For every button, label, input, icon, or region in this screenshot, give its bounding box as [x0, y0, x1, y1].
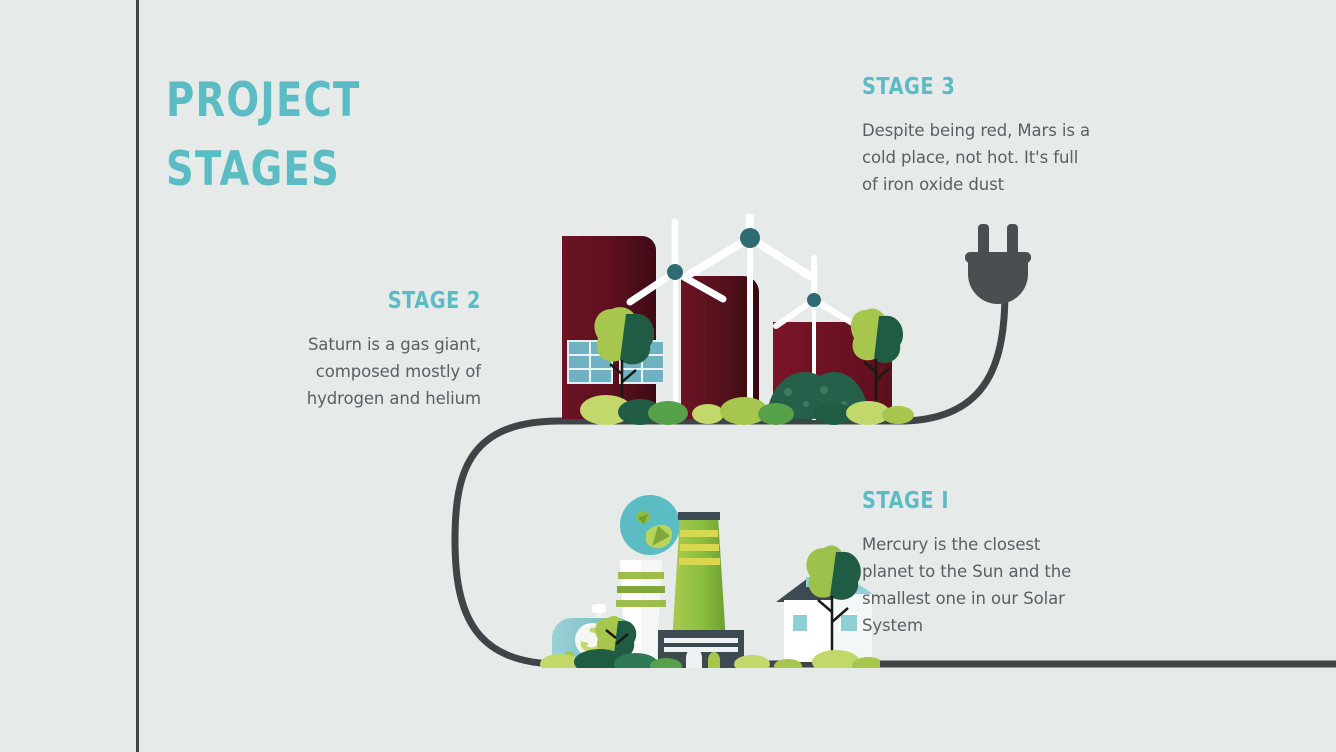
stage-2-label: STAGE 2	[387, 288, 481, 314]
factory-chimney	[672, 512, 726, 642]
wind-turbine-tall-center	[686, 214, 814, 424]
eco-globe-icon	[620, 495, 680, 555]
wind-turbine-small-right	[773, 255, 857, 420]
stage-3-label: STAGE 3	[862, 74, 956, 100]
building-middle	[681, 276, 759, 419]
tree-left	[594, 307, 655, 404]
base-bushes	[580, 395, 914, 425]
stage-block-1: STAGE I Mercury is the closest planet to…	[862, 488, 1094, 639]
industrial-city-illustration	[562, 214, 914, 425]
tree-right	[806, 545, 861, 662]
stage-2-body: Saturn is a gas giant, composed mostly o…	[306, 335, 481, 408]
electric-plug-icon	[965, 224, 1031, 304]
left-vertical-rule	[136, 0, 139, 752]
stage-block-3: STAGE 3 Despite being red, Mars is a col…	[862, 74, 1094, 198]
base-bushes	[540, 649, 880, 668]
tree-center	[595, 616, 637, 668]
page-title: PROJECT STAGES	[166, 66, 586, 204]
wind-turbine-small-left	[626, 218, 727, 421]
eco-factory-illustration	[540, 495, 880, 668]
stage-3-body: Despite being red, Mars is a cold place,…	[862, 121, 1091, 194]
stage-1-label: STAGE I	[862, 488, 950, 514]
stage-1-body: Mercury is the closest planet to the Sun…	[862, 535, 1072, 635]
page-title-line-1: PROJECT	[166, 73, 361, 128]
stage-block-2: STAGE 2 Saturn is a gas giant, composed …	[248, 288, 481, 412]
hill-dots	[784, 386, 847, 407]
page-title-line-2: STAGES	[166, 142, 340, 197]
tree-right	[850, 308, 904, 406]
